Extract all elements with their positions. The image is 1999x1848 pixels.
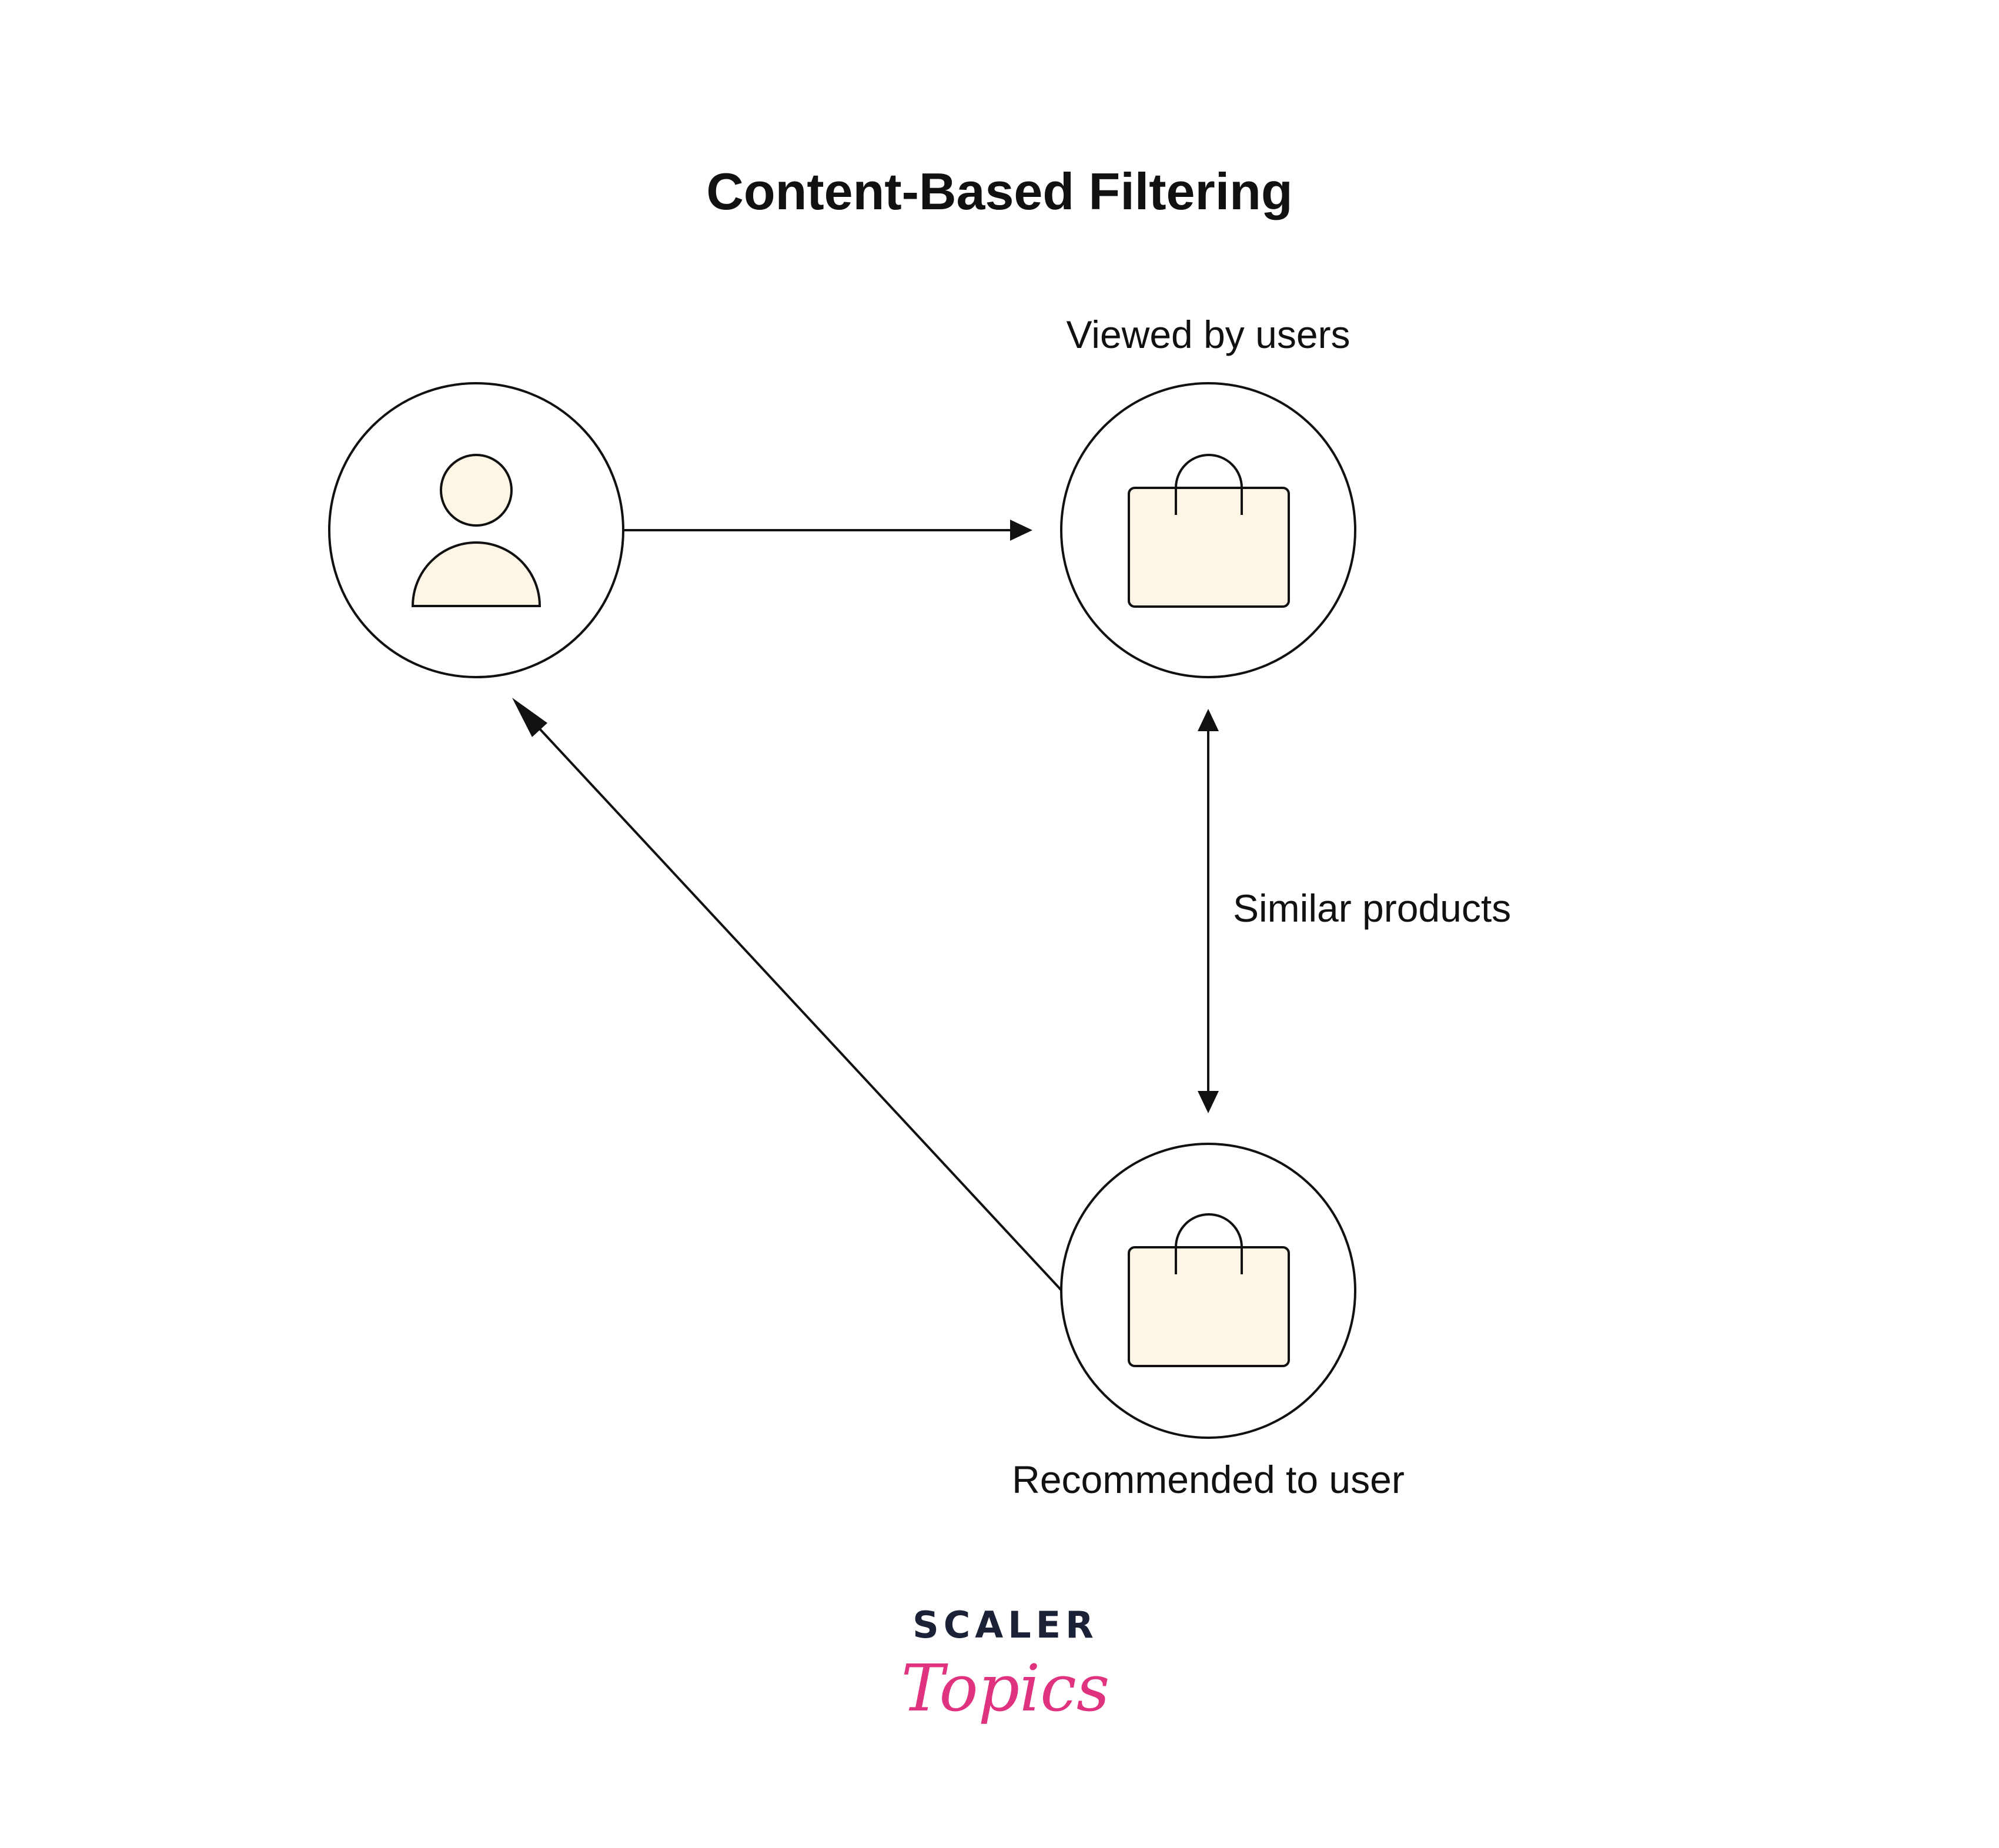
arrowhead-icon xyxy=(512,698,547,737)
arrowhead-icon xyxy=(1010,520,1032,541)
edge-user-to-viewed xyxy=(622,520,1032,541)
edge-recommended-to-user xyxy=(512,698,1063,1292)
diagram-title: Content-Based Filtering xyxy=(706,162,1292,220)
node-user[interactable] xyxy=(328,382,624,678)
node-viewed-by-users[interactable] xyxy=(1060,382,1356,678)
node-label-recommended-to-user: Recommended to user xyxy=(1012,1458,1405,1501)
shopping-bag-icon xyxy=(1128,1213,1290,1367)
scaler-topics-logo: SCALER Topics xyxy=(901,1603,1110,1726)
edge-viewed-recommended xyxy=(1198,709,1219,1113)
brand-bottom-text: Topics xyxy=(901,1651,1110,1726)
node-label-viewed-by-users: Viewed by users xyxy=(1066,313,1350,356)
brand-top-text: SCALER xyxy=(912,1603,1098,1646)
shopping-bag-icon xyxy=(1128,454,1290,608)
user-icon xyxy=(411,454,541,607)
node-recommended-to-user[interactable] xyxy=(1060,1143,1356,1439)
arrowhead-icon xyxy=(1198,1091,1219,1113)
edge-label-similar-products: Similar products xyxy=(1233,886,1511,930)
arrowhead-icon xyxy=(1198,709,1219,731)
